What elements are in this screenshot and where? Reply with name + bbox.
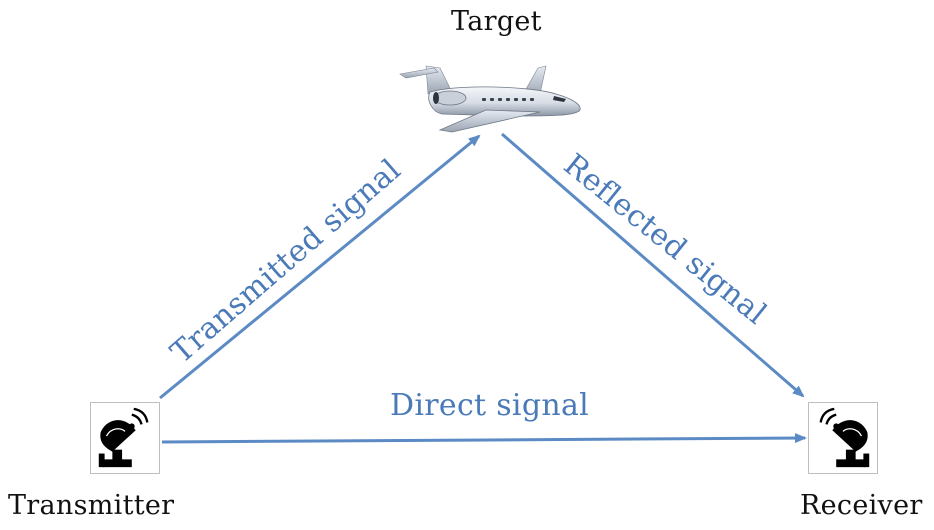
satellite-dish-icon [98, 407, 149, 468]
target-label: Target [451, 6, 542, 37]
receiver-label: Receiver [800, 490, 923, 521]
direct-signal-label: Direct signal [390, 388, 590, 423]
satellite-dish-icon [819, 407, 870, 468]
transmitter-antenna [90, 402, 160, 474]
transmitter-label: Transmitter [8, 490, 175, 521]
receiver-antenna [808, 402, 878, 474]
direct-signal-arrow [161, 433, 807, 444]
transmitted-signal-arrow [159, 134, 481, 400]
airplane-icon [399, 65, 581, 133]
reflected-signal-arrow [501, 132, 805, 398]
